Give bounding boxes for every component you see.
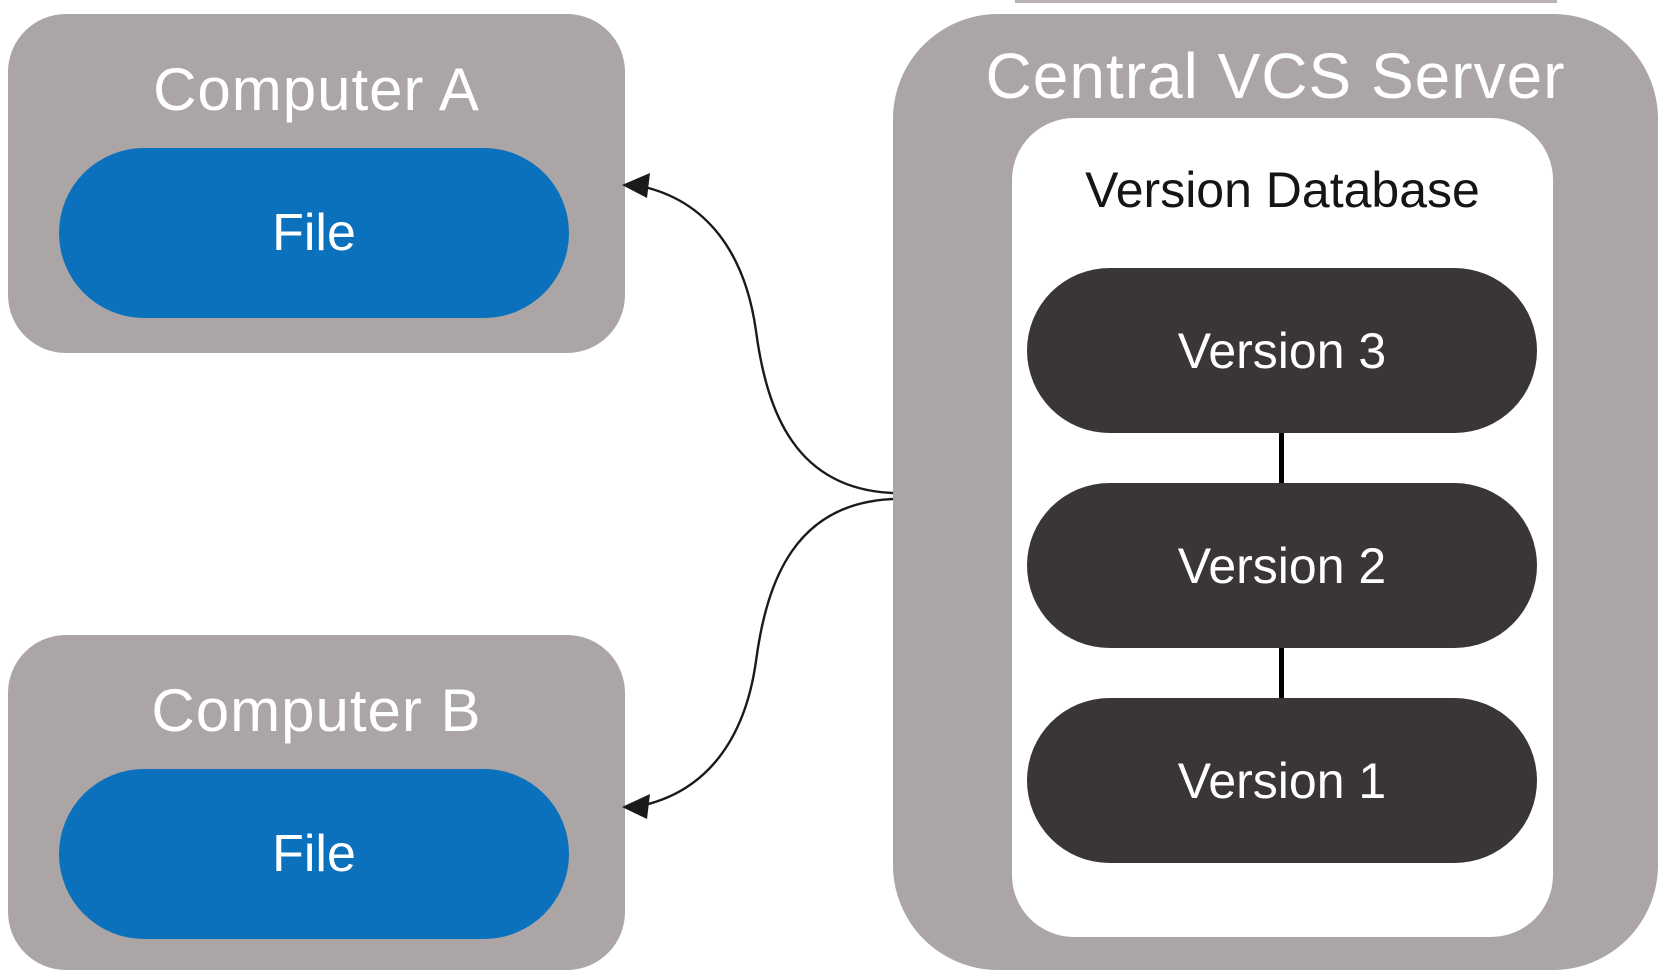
- version-database-box: Version Database Version 3 Version 2 Ver…: [1012, 118, 1553, 937]
- version-connector-2-1: [1279, 646, 1284, 700]
- computer-a-title: Computer A: [153, 56, 480, 123]
- computer-a-file-label: File: [272, 204, 356, 262]
- version-3-label: Version 3: [1177, 322, 1387, 379]
- version-database-title: Version Database: [1085, 162, 1480, 218]
- arrowhead-computer-b-icon: [622, 794, 650, 819]
- version-2-label: Version 2: [1177, 537, 1387, 594]
- computer-b-title: Computer B: [151, 677, 482, 744]
- computer-b-box: Computer B File: [8, 635, 625, 970]
- computer-b-file-label: File: [272, 825, 356, 883]
- central-vcs-server-box: Central VCS Server Version Database Vers…: [893, 14, 1658, 970]
- central-vcs-server-title: Central VCS Server: [985, 40, 1566, 112]
- top-edge-strip: [1015, 0, 1557, 3]
- arrowhead-computer-a-icon: [622, 173, 650, 198]
- computer-a-box: Computer A File: [8, 14, 625, 353]
- version-connector-3-2: [1279, 431, 1284, 485]
- version-2-node: Version 2: [1027, 483, 1537, 648]
- computer-b-file-pill: File: [59, 769, 569, 939]
- sync-arrow-to-computer-a: [639, 184, 894, 495]
- sync-arrow-to-computer-b: [639, 497, 894, 808]
- computer-a-file-pill: File: [59, 148, 569, 318]
- version-1-node: Version 1: [1027, 698, 1537, 863]
- version-3-node: Version 3: [1027, 268, 1537, 433]
- version-1-label: Version 1: [1177, 752, 1387, 809]
